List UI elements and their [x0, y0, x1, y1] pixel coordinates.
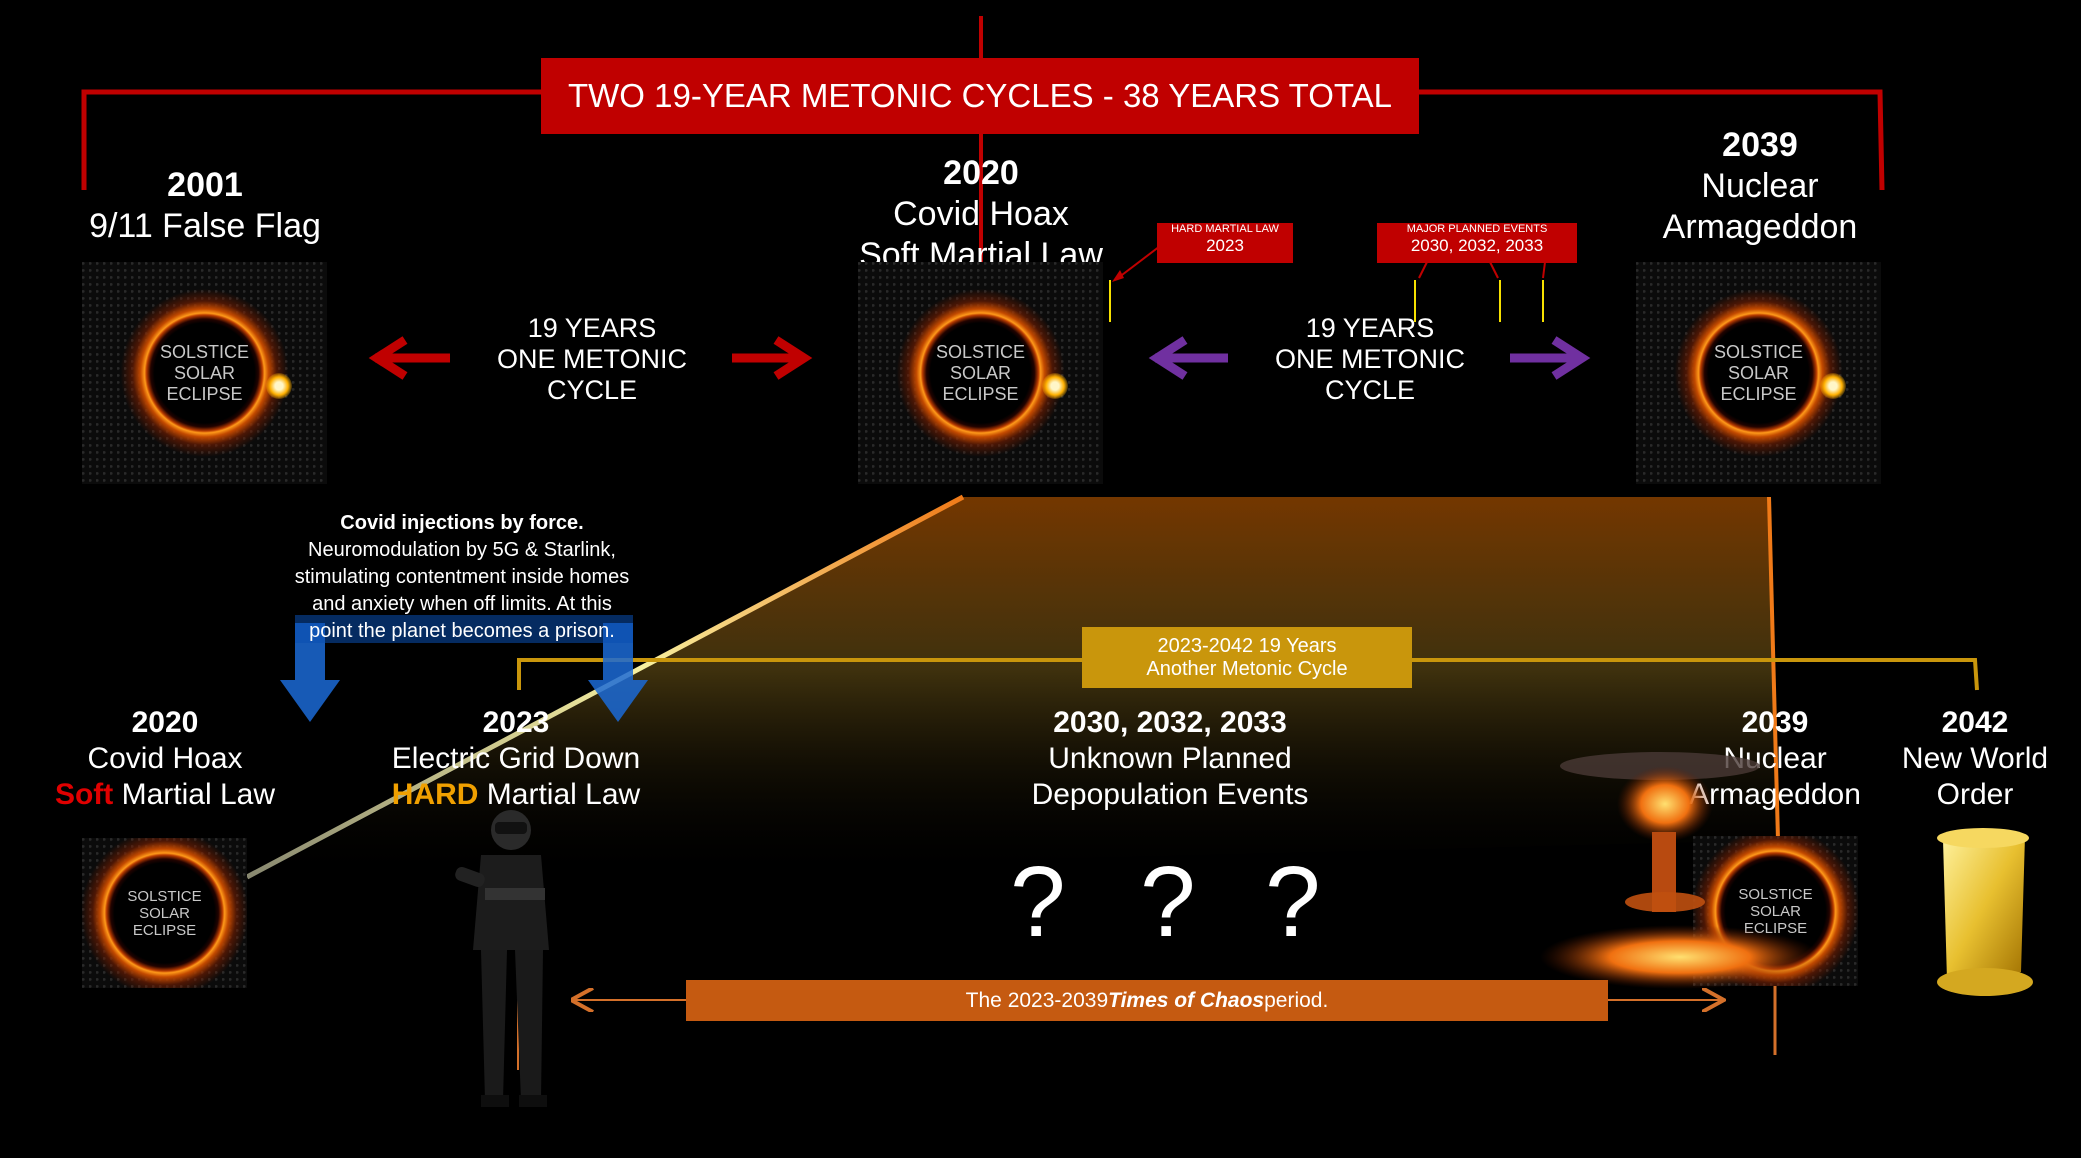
event-year: 2001 — [167, 166, 243, 204]
event-2042: 2042 New World Order — [1901, 706, 2049, 811]
question-mark: ? — [1265, 846, 1321, 958]
event-title: 9/11 False Flag — [89, 207, 321, 245]
metonic-cycle-box: 2023-2042 19 Years Another Metonic Cycle — [1082, 627, 1412, 688]
event-2020-bottom: 2020 Covid Hoax Soft Martial Law — [54, 706, 276, 811]
event-year: 2039 — [1722, 126, 1798, 164]
banner-title: TWO 19-YEAR METONIC CYCLES - 38 YEARS TO… — [541, 58, 1419, 134]
blue-arrow-right — [588, 623, 648, 722]
callout-hard-martial-law: HARD MARTIAL LAW 2023 — [1157, 223, 1293, 263]
event-2020-top: 2020 Covid Hoax Soft Martial Law — [820, 153, 1142, 276]
chaos-period-bar: The 2023-2039 Times of Chaos period. — [686, 980, 1608, 1021]
purple-arrow-left — [1148, 336, 1228, 380]
red-arrow-left — [368, 336, 450, 380]
question-mark: ? — [1140, 846, 1196, 958]
soldier-icon — [455, 810, 549, 1107]
covid-note: Covid injections by force. Neuromodulati… — [294, 512, 630, 642]
nuclear-explosion-icon — [1540, 752, 1820, 989]
event-2001: 2001 9/11 False Flag — [60, 165, 350, 247]
right-edge-line — [1767, 496, 1780, 841]
event-subtitle: Armageddon — [1662, 208, 1858, 246]
callout-major-events: MAJOR PLANNED EVENTS 2030, 2032, 2033 — [1377, 223, 1577, 263]
scroll-icon — [1937, 828, 2033, 996]
event-2023: 2023 Electric Grid Down HARD Martial Law — [391, 706, 641, 811]
blue-arrow-left — [280, 623, 340, 722]
cycle-wedge — [250, 497, 1778, 880]
event-2039-top: 2039 Nuclear Armageddon — [1620, 125, 1900, 248]
purple-arrow-right — [1510, 336, 1591, 380]
red-arrow-right — [732, 336, 813, 380]
event-title: Nuclear — [1701, 167, 1819, 205]
event-year: 2020 — [943, 154, 1019, 192]
event-2039-bottom: 2039 Nuclear Armageddon — [1689, 706, 1861, 811]
event-title: Covid Hoax — [893, 195, 1069, 233]
question-mark: ? — [1010, 846, 1066, 958]
event-2030-2033: 2030, 2032, 2033 Unknown Planned Depopul… — [1031, 706, 1309, 811]
